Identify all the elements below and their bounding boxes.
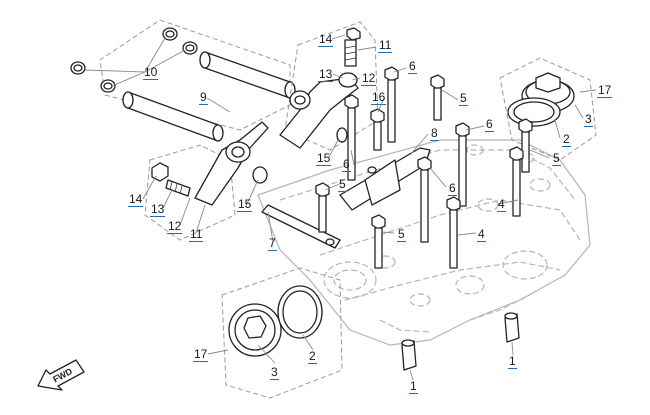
callout-1: 1 xyxy=(409,379,418,394)
callout-15: 15 xyxy=(237,197,253,212)
rocker-arm-left xyxy=(144,121,269,241)
callout-4: 4 xyxy=(477,227,486,242)
callout-6: 6 xyxy=(408,59,417,74)
bolt xyxy=(430,74,445,121)
callout-12: 12 xyxy=(361,71,377,86)
cover-group-upper xyxy=(499,57,597,161)
callout-6: 6 xyxy=(485,117,494,132)
callout-17: 17 xyxy=(193,347,209,362)
dowel-pins xyxy=(401,312,520,371)
callout-11: 11 xyxy=(189,227,204,242)
callout-10: 10 xyxy=(143,65,159,80)
forward-arrow-icon: FWD xyxy=(37,359,85,391)
callout-12: 12 xyxy=(167,219,183,234)
bolt xyxy=(417,156,432,243)
callout-5: 5 xyxy=(552,151,561,166)
callout-16: 16 xyxy=(371,90,387,105)
callout-5: 5 xyxy=(459,91,468,106)
callout-2: 2 xyxy=(308,349,317,364)
cover-group-lower xyxy=(221,267,343,399)
callout-9: 9 xyxy=(199,90,208,105)
plate-7 xyxy=(261,204,341,249)
bolt xyxy=(315,182,330,233)
bolt xyxy=(371,214,386,269)
callout-14: 14 xyxy=(128,192,144,207)
leader-lines xyxy=(84,34,597,381)
callout-1: 1 xyxy=(508,354,517,369)
callout-3: 3 xyxy=(584,112,593,127)
guide-bracket xyxy=(339,147,431,211)
callout-13: 13 xyxy=(150,202,166,217)
callout-5: 5 xyxy=(338,177,347,192)
callout-8: 8 xyxy=(430,126,439,141)
callout-14: 14 xyxy=(318,32,334,47)
bolt xyxy=(384,66,399,143)
callout-4: 4 xyxy=(497,197,506,212)
bolt xyxy=(509,146,524,217)
callout-11: 11 xyxy=(378,38,393,53)
bolt xyxy=(370,108,385,151)
callout-17: 17 xyxy=(597,83,613,98)
rocker-arm-right xyxy=(279,21,379,151)
bolt xyxy=(344,94,359,181)
callout-15: 15 xyxy=(316,151,332,166)
callout-13: 13 xyxy=(318,67,334,82)
callout-5: 5 xyxy=(397,227,406,242)
bolts xyxy=(315,66,533,269)
callout-2: 2 xyxy=(562,132,571,147)
rocker-shafts xyxy=(70,19,296,142)
bolt xyxy=(455,122,470,207)
callout-6: 6 xyxy=(342,157,351,172)
bolt xyxy=(446,196,461,269)
callout-3: 3 xyxy=(270,365,279,380)
callout-6: 6 xyxy=(448,181,457,196)
callout-7: 7 xyxy=(268,236,277,251)
